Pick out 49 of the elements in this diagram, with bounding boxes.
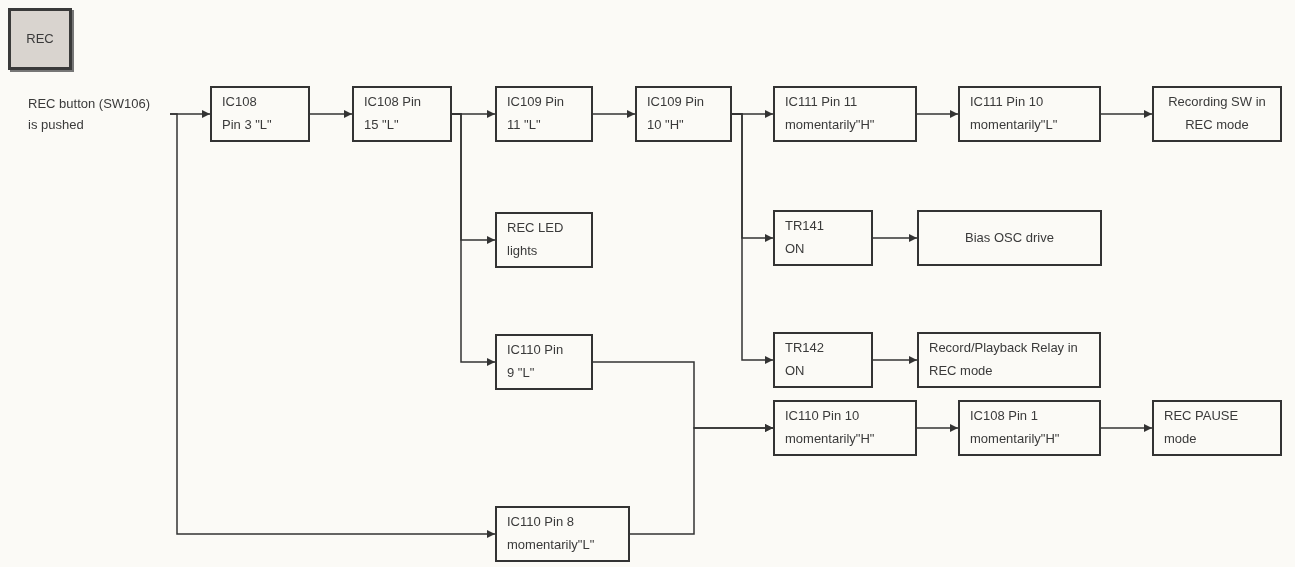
- process-box: [495, 334, 593, 390]
- process-box: [773, 210, 873, 266]
- process-box: [773, 400, 917, 456]
- box-label: IC109 Pin 10 "H": [647, 93, 706, 134]
- arrow: [169, 113, 496, 538]
- box-label: IC110 Pin 9 "L": [507, 341, 565, 382]
- arrow: [629, 424, 774, 535]
- box-label: IC110 Pin 10 momentarily"H": [785, 407, 876, 448]
- process-box: [210, 86, 310, 142]
- box-label: IC108 Pin 1 momentarily"H": [970, 407, 1061, 448]
- process-box: [958, 400, 1101, 456]
- arrow: [916, 110, 959, 118]
- start-label: REC button (SW106) is pushed: [28, 95, 152, 134]
- arrow: [872, 234, 918, 242]
- process-box: [917, 332, 1101, 388]
- process-box: [635, 86, 732, 142]
- process-box: [958, 86, 1101, 142]
- arrow: [309, 110, 353, 118]
- box-label: Bias OSC drive: [964, 228, 1055, 247]
- process-box: [495, 506, 630, 562]
- process-box: [917, 210, 1102, 266]
- box-label: TR141 ON: [785, 217, 826, 258]
- arrow: [731, 113, 774, 364]
- process-box: [773, 332, 873, 388]
- box-label: REC LED lights: [507, 219, 565, 260]
- box-label: IC111 Pin 11 momentarily"H": [785, 93, 876, 134]
- box-label: IC110 Pin 8 momentarily"L": [507, 513, 596, 554]
- arrow: [1100, 110, 1153, 118]
- box-label: REC: [25, 29, 55, 48]
- process-box: [1152, 400, 1282, 456]
- arrow: [872, 356, 918, 364]
- box-label: Record/Playback Relay in REC mode: [929, 339, 1079, 380]
- arrow: [1100, 424, 1153, 432]
- process-box: [1152, 86, 1282, 142]
- process-box: [352, 86, 452, 142]
- box-label: Recording SW in REC mode: [1167, 93, 1267, 134]
- box-label: TR142 ON: [785, 339, 826, 380]
- arrow: [451, 113, 496, 366]
- process-box: [773, 86, 917, 142]
- arrow: [592, 110, 636, 118]
- process-box: [495, 212, 593, 268]
- process-box: [495, 86, 593, 142]
- arrow: [916, 424, 959, 432]
- key-button: [8, 8, 72, 70]
- box-label: IC109 Pin 11 "L": [507, 93, 566, 134]
- box-label: IC108 Pin 15 "L": [364, 93, 423, 134]
- box-label: IC108 Pin 3 "L": [222, 93, 273, 134]
- box-label: IC111 Pin 10 momentarily"L": [970, 93, 1059, 134]
- box-label: REC PAUSE mode: [1164, 407, 1240, 448]
